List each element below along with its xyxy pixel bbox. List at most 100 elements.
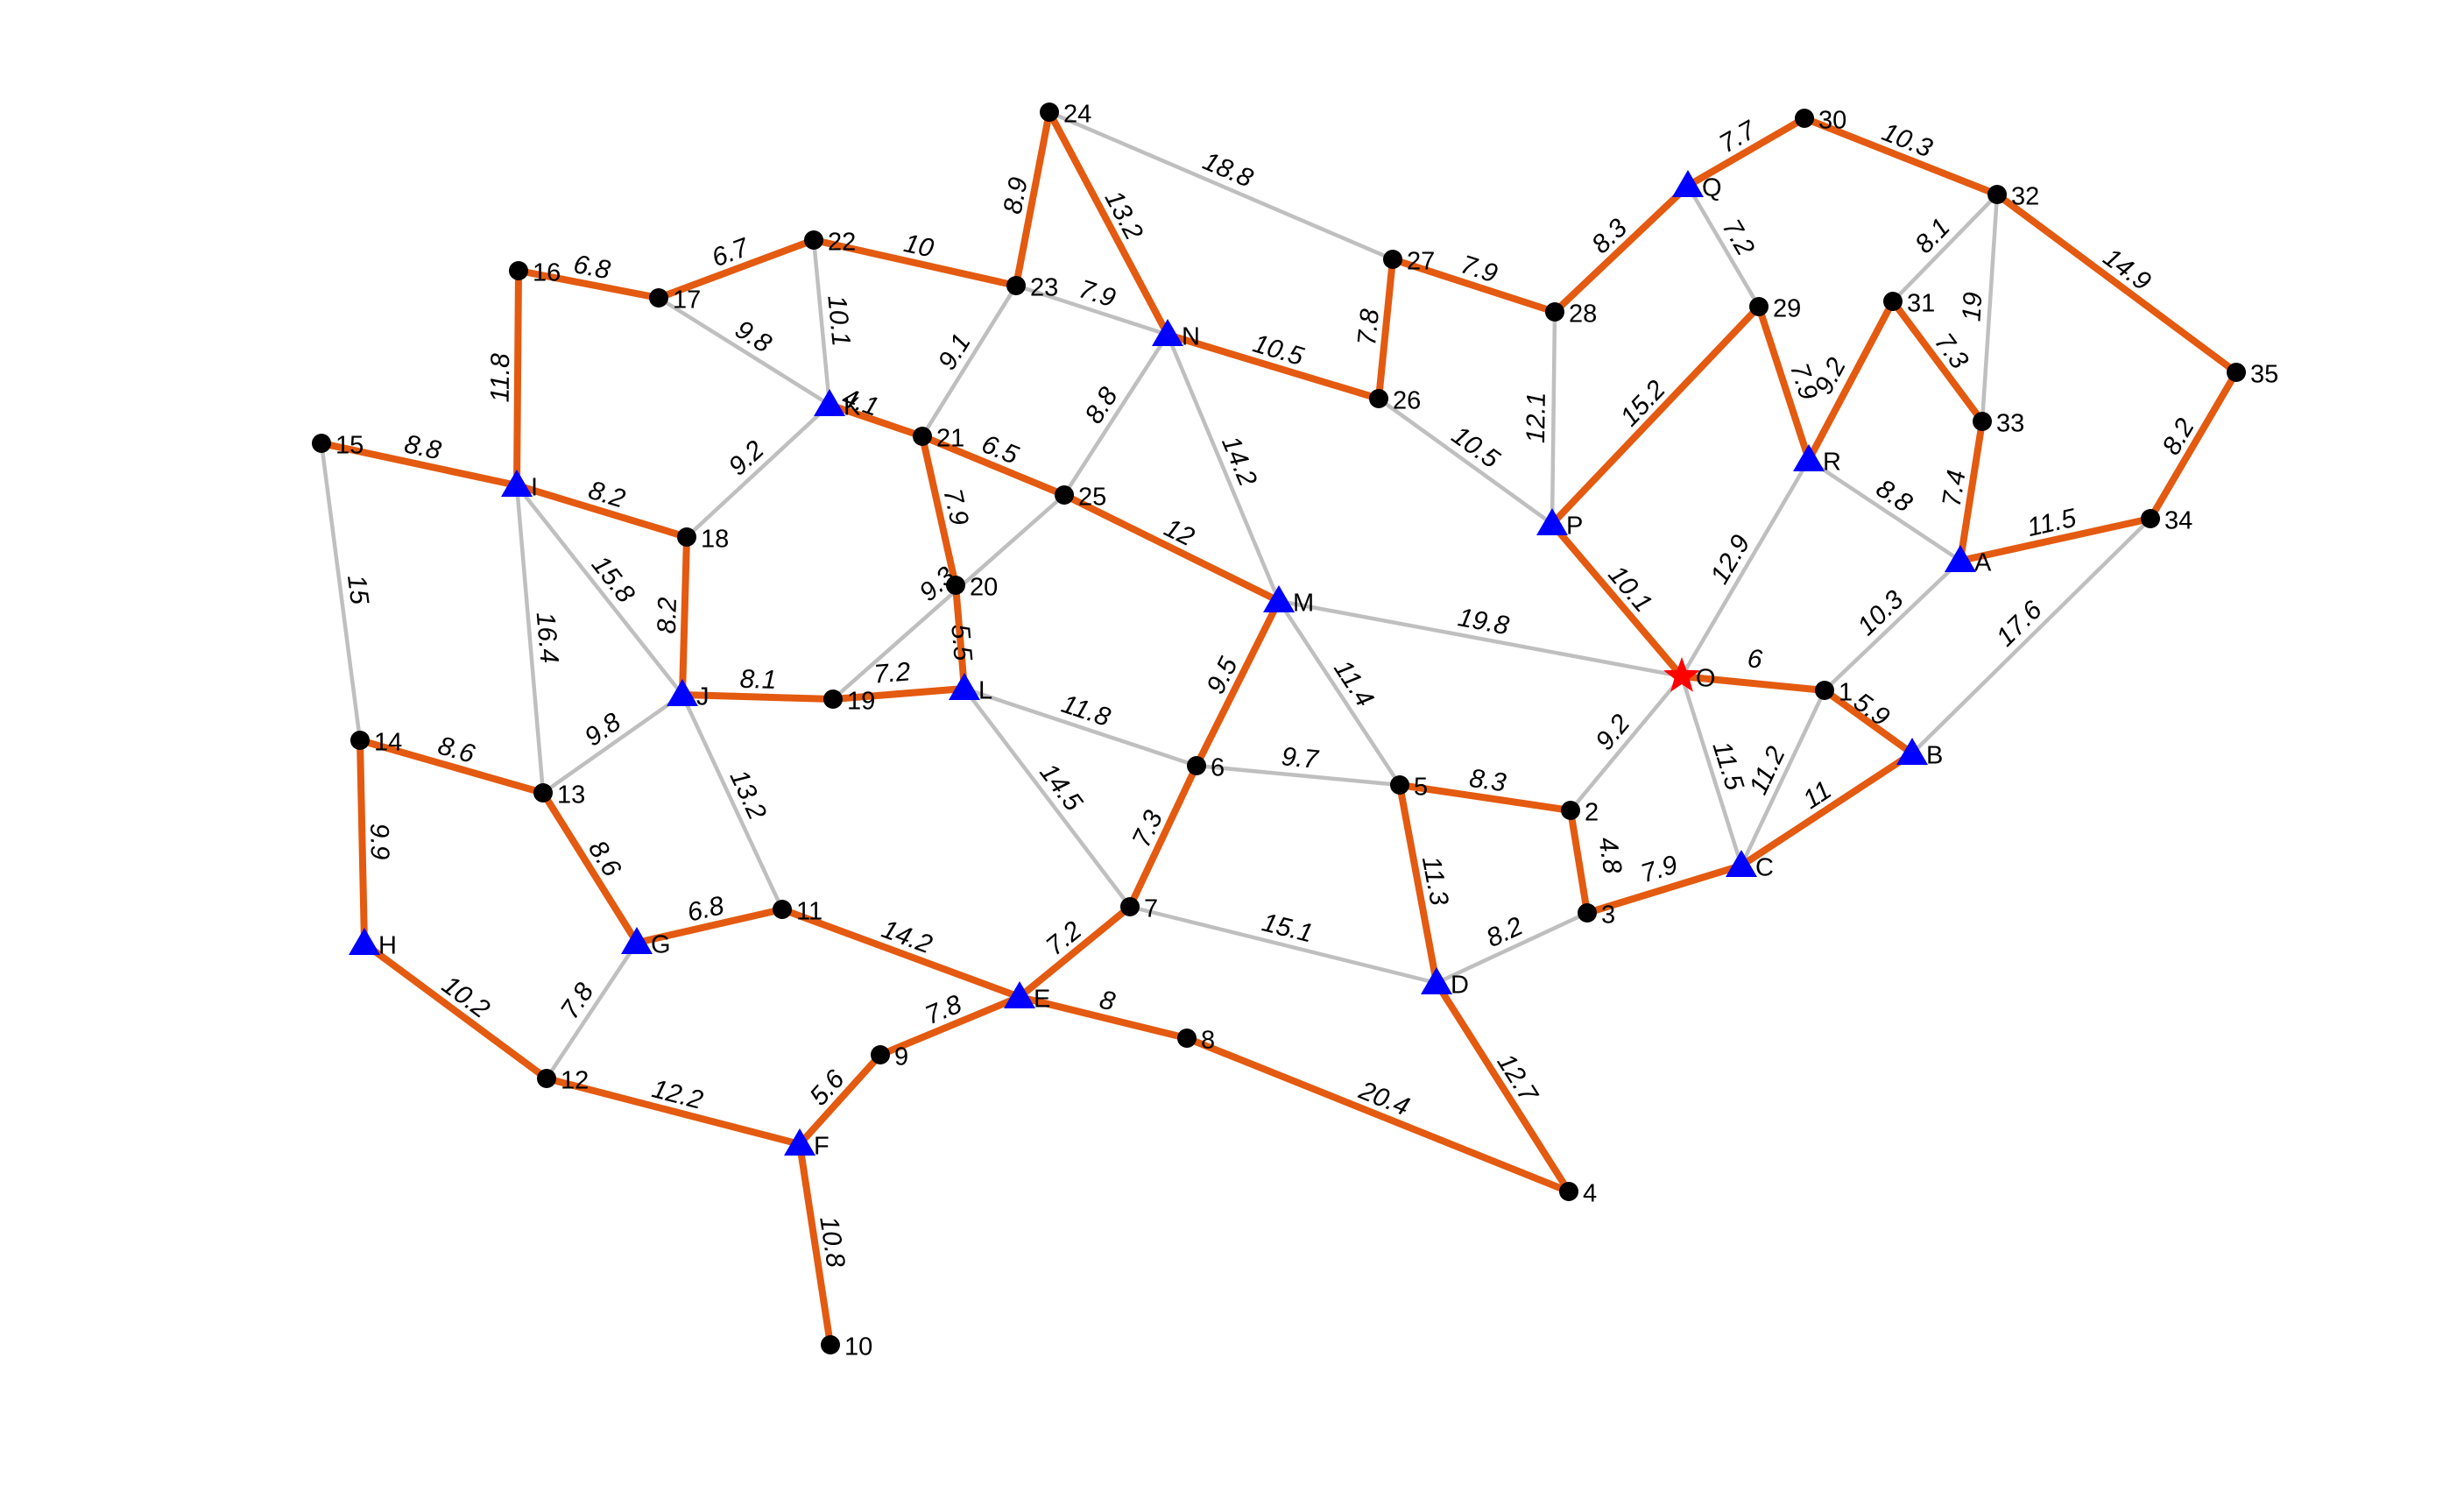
edge-d-4 [1433, 979, 1572, 1195]
node-label-10: 10 [844, 1333, 872, 1361]
junction-node-14 [350, 731, 370, 750]
edge-weight-label: 7.2 [1041, 916, 1087, 961]
node-label-p: P [1566, 513, 1583, 541]
edge-weight-label: 8.8 [1079, 382, 1124, 428]
edge-j-13 [540, 692, 685, 795]
junction-node-11 [773, 900, 792, 919]
node-label-11: 11 [796, 898, 823, 926]
node-label-i: I [531, 474, 538, 502]
edge-i-j [514, 483, 685, 697]
junction-node-21 [913, 427, 932, 446]
junction-node-33 [1973, 412, 1992, 431]
edge-f-10 [796, 1141, 834, 1348]
junction-node-30 [1795, 109, 1814, 128]
node-label-23: 23 [1030, 274, 1058, 302]
edge-weight-label: 8.6 [582, 836, 626, 882]
edges-layer [318, 109, 2240, 1348]
edge-weight-label: 18.8 [1198, 146, 1257, 193]
junction-node-6 [1187, 756, 1206, 775]
edge-25-m [1061, 491, 1282, 605]
junction-node-28 [1545, 302, 1564, 322]
edge-29-r [1755, 303, 1812, 463]
edge-weight-label: 9.2 [1590, 709, 1635, 755]
edge-9-e [877, 993, 1023, 1058]
edge-11-e [779, 906, 1023, 1000]
edge-weight-label: 7.4 [1938, 468, 1972, 508]
edge-b-c [1738, 750, 1916, 869]
node-label-33: 33 [1996, 410, 2024, 438]
edge-weight-label: 19 [1957, 291, 1987, 322]
junction-node-29 [1749, 297, 1769, 316]
edge-1-c [1739, 688, 1827, 868]
edge-a-1 [1822, 558, 1963, 693]
node-label-30: 30 [1818, 107, 1846, 135]
edge-21-25 [919, 433, 1068, 498]
edge-weight-label: 8.2 [1482, 911, 1528, 953]
edge-weight-label: 8 [1097, 985, 1118, 1016]
edge-weight-label: 14.5 [1034, 758, 1088, 817]
station-marker-d [1421, 967, 1452, 994]
edge-l-7 [962, 686, 1133, 909]
edge-32-35 [1994, 191, 2240, 376]
node-label-r: R [1823, 449, 1841, 477]
origin-star-o [1663, 657, 1700, 692]
edge-weight-label: 7.8 [555, 978, 600, 1024]
junction-node-27 [1383, 250, 1402, 269]
edge-h-12 [361, 940, 550, 1082]
edge-weight-label: 9.1 [933, 329, 977, 375]
edge-13-g [540, 789, 640, 946]
edge-weight-label: 4.8 [1592, 835, 1627, 876]
edge-27-26 [1375, 256, 1396, 402]
edge-e-8 [1016, 993, 1190, 1042]
edge-27-28 [1389, 256, 1558, 315]
edge-22-23 [810, 237, 1020, 289]
edge-weight-label: 14.2 [1216, 432, 1262, 491]
edge-12-f [543, 1075, 803, 1148]
edge-24-27 [1047, 110, 1395, 262]
node-label-27: 27 [1407, 248, 1435, 276]
edge-n-25 [1062, 332, 1170, 498]
edge-7-d [1127, 904, 1439, 986]
edge-o-1 [1678, 673, 1828, 694]
edge-j-11 [680, 692, 785, 912]
edge-23-n [1013, 283, 1170, 337]
node-label-35: 35 [2250, 361, 2278, 389]
edge-30-32 [1801, 115, 2001, 198]
station-marker-j [667, 679, 698, 706]
node-label-26: 26 [1393, 387, 1421, 415]
node-label-6: 6 [1211, 754, 1225, 782]
junction-node-19 [823, 689, 843, 709]
node-label-5: 5 [1414, 774, 1428, 802]
edge-32-31 [1890, 192, 2000, 304]
edge-weight-label: 9.8 [580, 707, 626, 752]
edge-g-12 [544, 940, 639, 1081]
edge-weight-label: 6 [1746, 644, 1763, 675]
edge-14-h [357, 737, 368, 947]
junction-node-25 [1055, 485, 1074, 505]
node-label-17: 17 [673, 286, 701, 315]
edge-a-34 [1957, 515, 2154, 564]
node-label-7: 7 [1144, 895, 1158, 923]
node-label-q: Q [1702, 174, 1722, 202]
edge-weight-label: 8.1 [739, 665, 777, 695]
edge-f-9 [796, 1051, 884, 1148]
edge-23-21 [920, 283, 1019, 439]
edge-g-11 [633, 906, 786, 946]
node-label-18: 18 [701, 526, 729, 554]
edge-m-6 [1193, 597, 1282, 769]
nodes-layer: 2345678910111213141516171819202122232425… [312, 101, 2278, 1361]
edge-15-i [318, 440, 520, 489]
station-marker-l [949, 673, 980, 700]
node-label-1: 1 [1839, 679, 1853, 707]
edge-weight-label: 10 [901, 229, 936, 264]
junction-node-2 [1561, 801, 1580, 820]
station-marker-m [1263, 585, 1295, 612]
edge-weight-label: 9.9 [364, 823, 394, 860]
edge-5-d [1396, 781, 1440, 986]
node-label-12: 12 [561, 1067, 589, 1095]
station-marker-c [1726, 850, 1757, 877]
edge-weight-label: 8.9 [999, 174, 1034, 216]
station-marker-i [501, 470, 533, 497]
station-marker-a [1945, 545, 1976, 572]
edge-2-3 [1567, 807, 1591, 916]
